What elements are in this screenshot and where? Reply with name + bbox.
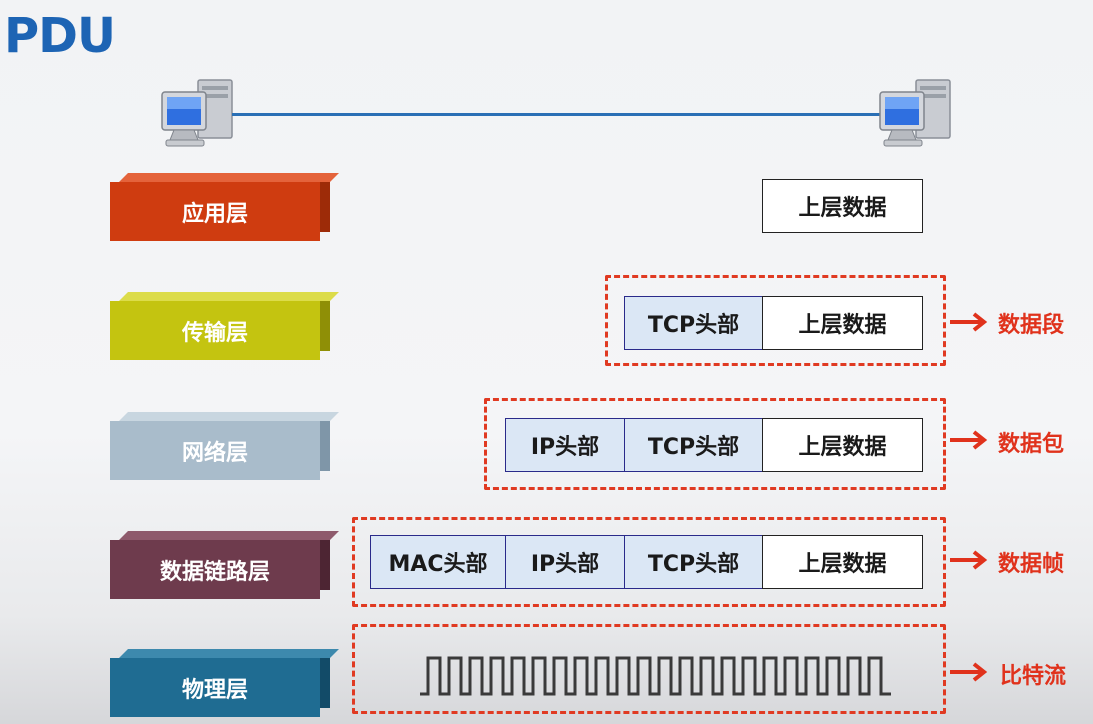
upper-data-box: 上层数据 bbox=[762, 179, 923, 233]
layer-label: 网络层 bbox=[110, 421, 320, 480]
computer-icon bbox=[161, 79, 233, 147]
layer-application: 应用层 bbox=[110, 173, 339, 241]
layer-network: 网络层 bbox=[110, 412, 339, 480]
bitstream-frame bbox=[352, 624, 946, 714]
arrow-right-icon bbox=[950, 662, 988, 682]
layer-label: 物理层 bbox=[110, 658, 320, 717]
computer-icon bbox=[879, 79, 951, 147]
arrow-right-icon bbox=[950, 430, 988, 450]
square-wave-icon bbox=[420, 656, 891, 696]
network-link bbox=[232, 113, 882, 116]
ip-header-box: IP头部 bbox=[505, 535, 625, 589]
packet-frame bbox=[484, 398, 946, 490]
layer-datalink: 数据链路层 bbox=[110, 531, 339, 599]
layer-label: 传输层 bbox=[110, 301, 320, 360]
arrow-right-icon bbox=[950, 550, 988, 570]
pdu-label-packet: 数据包 bbox=[998, 432, 1065, 457]
layer-label: 应用层 bbox=[110, 182, 320, 241]
tcp-header-box: TCP头部 bbox=[624, 418, 763, 472]
upper-data-box: 上层数据 bbox=[762, 296, 923, 350]
pdu-label-bitstream: 比特流 bbox=[1000, 664, 1067, 689]
layer-label: 数据链路层 bbox=[110, 540, 320, 599]
segment-frame bbox=[605, 275, 946, 366]
tcp-header-box: TCP头部 bbox=[624, 296, 763, 350]
layer-physical: 物理层 bbox=[110, 649, 339, 717]
pdu-label-segment: 数据段 bbox=[998, 313, 1065, 338]
ip-header-box: IP头部 bbox=[505, 418, 625, 472]
upper-data-box: 上层数据 bbox=[762, 535, 923, 589]
upper-data-box: 上层数据 bbox=[762, 418, 923, 472]
arrow-right-icon bbox=[950, 312, 988, 332]
tcp-header-box: TCP头部 bbox=[624, 535, 763, 589]
page-title: PDU bbox=[4, 8, 116, 64]
frame-frame bbox=[352, 517, 946, 607]
pdu-label-frame: 数据帧 bbox=[998, 552, 1065, 577]
layer-transport: 传输层 bbox=[110, 292, 339, 360]
mac-header-box: MAC头部 bbox=[370, 535, 506, 589]
